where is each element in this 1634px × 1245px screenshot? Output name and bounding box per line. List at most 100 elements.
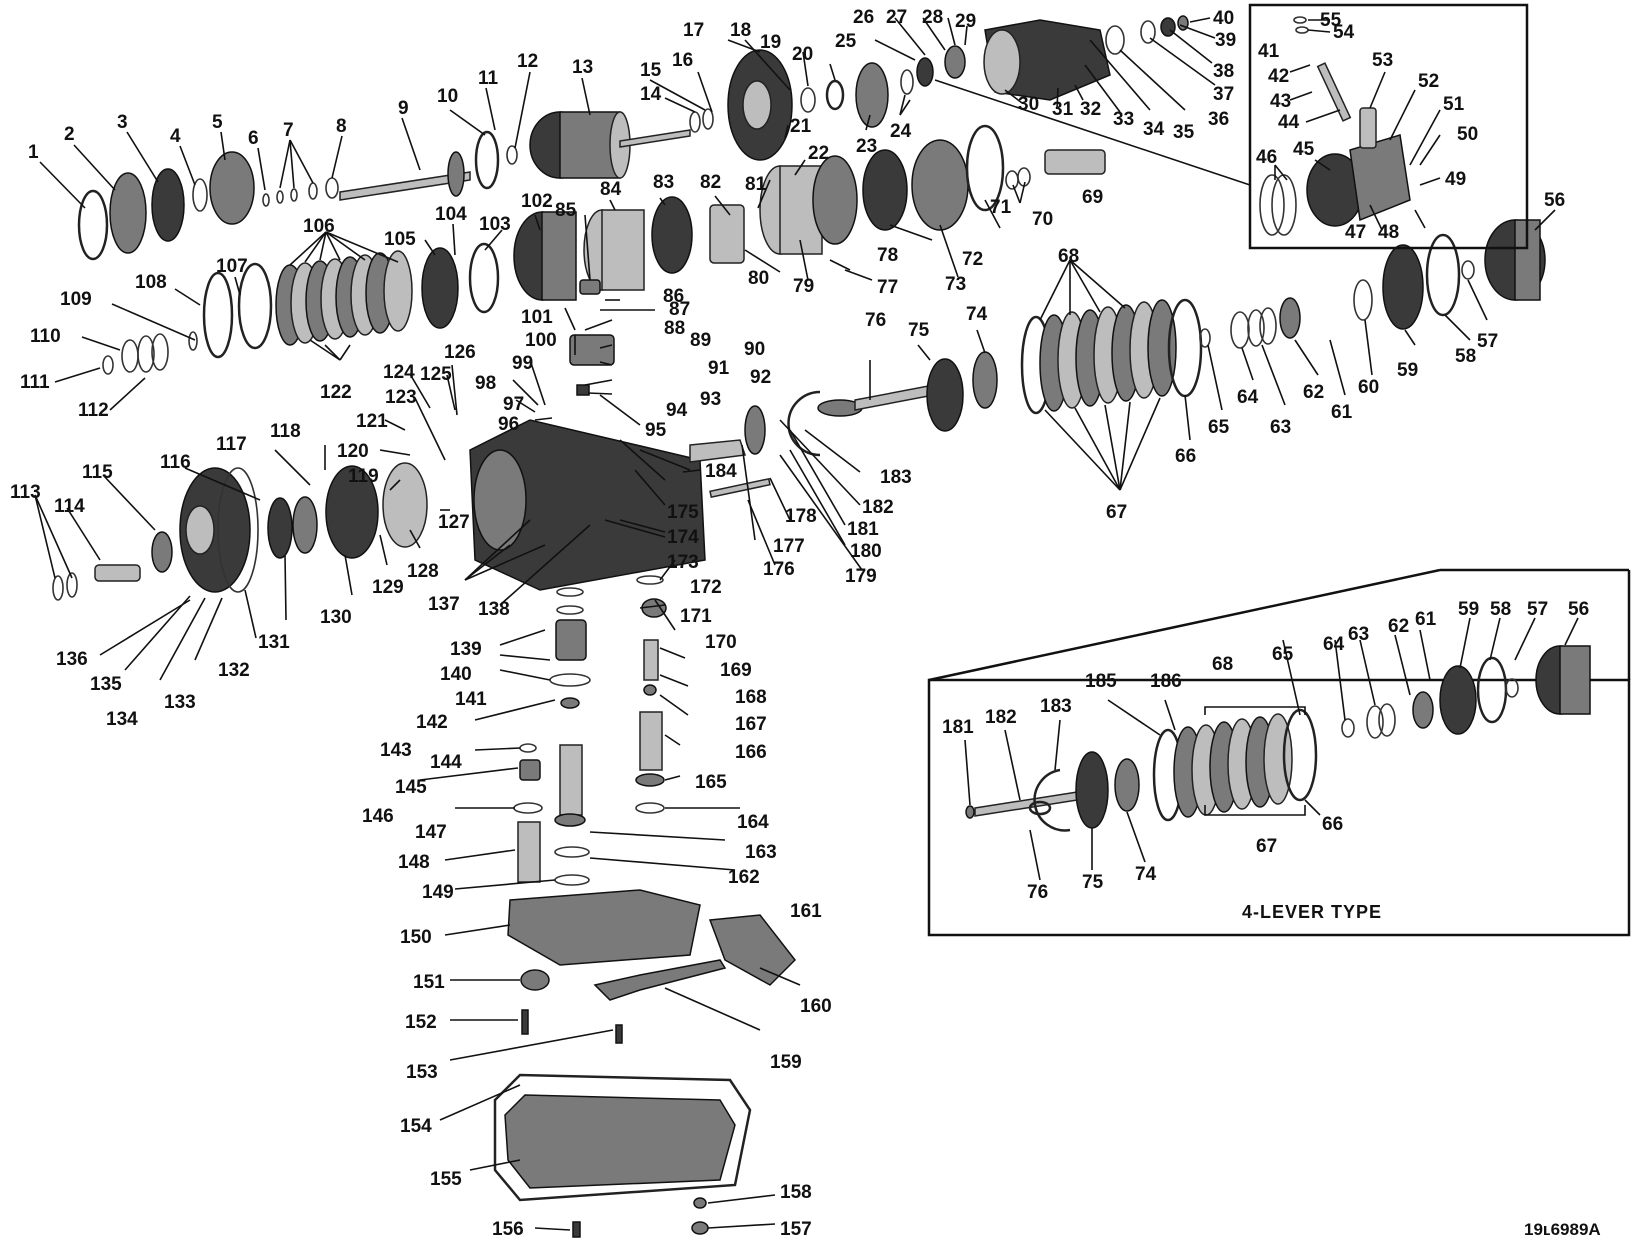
callout-80: 80 xyxy=(748,268,769,289)
callout-145: 145 xyxy=(395,777,427,798)
callout-109: 109 xyxy=(60,289,92,310)
callout-97: 97 xyxy=(503,394,524,415)
callout-31: 31 xyxy=(1052,99,1074,120)
lever-callout-57: 57 xyxy=(1527,599,1548,620)
callout-62: 62 xyxy=(1303,382,1324,403)
callout-101: 101 xyxy=(521,307,553,328)
callout-3: 3 xyxy=(117,112,128,133)
callout-21: 21 xyxy=(790,116,812,137)
callout-99: 99 xyxy=(512,353,533,374)
callout-8: 8 xyxy=(336,116,347,137)
callout-113: 113 xyxy=(10,482,41,503)
lever-inset-frame xyxy=(927,678,1631,937)
callout-105: 105 xyxy=(384,229,416,250)
callout-33: 33 xyxy=(1113,109,1134,130)
callout-119: 119 xyxy=(348,466,379,487)
callout-153: 153 xyxy=(406,1062,438,1083)
callout-171: 171 xyxy=(680,606,712,627)
callout-83: 83 xyxy=(653,172,674,193)
callout-17: 17 xyxy=(683,20,704,41)
callout-184: 184 xyxy=(705,461,737,482)
callouts-servo-inset: 41 42 43 44 45 46 47 48 49 50 51 52 53 5… xyxy=(1256,10,1478,243)
callout-58: 58 xyxy=(1455,346,1476,367)
callout-37: 37 xyxy=(1213,84,1234,105)
callout-23: 23 xyxy=(856,136,877,157)
callout-143: 143 xyxy=(380,740,412,761)
callout-81: 81 xyxy=(745,174,767,195)
callout-140: 140 xyxy=(440,664,472,685)
lever-callout-68: 68 xyxy=(1212,654,1233,675)
lever-callout-58: 58 xyxy=(1490,599,1511,620)
callout-74: 74 xyxy=(966,304,988,325)
callout-158: 158 xyxy=(780,1182,812,1203)
callout-159: 159 xyxy=(770,1052,802,1073)
callout-11: 11 xyxy=(478,68,499,89)
callout-125: 125 xyxy=(420,364,452,385)
callout-168: 168 xyxy=(735,687,767,708)
lever-callout-63: 63 xyxy=(1348,624,1369,645)
callout-75: 75 xyxy=(908,320,930,341)
callout-15: 15 xyxy=(640,60,662,81)
callout-10: 10 xyxy=(437,86,458,107)
callout-174: 174 xyxy=(667,527,699,548)
callout-106: 106 xyxy=(303,216,335,237)
callout-34: 34 xyxy=(1143,119,1165,140)
callout-110: 110 xyxy=(30,326,61,347)
callout-121: 121 xyxy=(356,411,388,432)
callout-114: 114 xyxy=(54,496,85,517)
callout-104: 104 xyxy=(435,204,467,225)
callout-18: 18 xyxy=(730,20,751,41)
callout-98: 98 xyxy=(475,373,496,394)
callout-124: 124 xyxy=(383,362,415,383)
callout-77: 77 xyxy=(877,277,898,298)
callout-54: 54 xyxy=(1333,22,1355,43)
callout-123: 123 xyxy=(385,387,417,408)
lever-callout-76: 76 xyxy=(1027,882,1048,903)
callout-100: 100 xyxy=(525,330,557,351)
callout-102: 102 xyxy=(521,191,553,212)
callout-177: 177 xyxy=(773,536,805,557)
callout-38: 38 xyxy=(1213,61,1234,82)
callout-115: 115 xyxy=(82,462,113,483)
callout-176: 176 xyxy=(763,559,795,580)
callout-43: 43 xyxy=(1270,91,1291,112)
callout-132: 132 xyxy=(218,660,250,681)
callout-96: 96 xyxy=(498,414,519,435)
callout-155: 155 xyxy=(430,1169,462,1190)
callout-46: 46 xyxy=(1256,147,1277,168)
callout-4: 4 xyxy=(170,126,181,147)
callout-85: 85 xyxy=(555,200,577,221)
callout-172: 172 xyxy=(690,577,722,598)
callout-157: 157 xyxy=(780,1219,812,1240)
callout-93: 93 xyxy=(700,389,721,410)
callout-84: 84 xyxy=(600,179,622,200)
callout-167: 167 xyxy=(735,714,767,735)
callout-175: 175 xyxy=(667,502,699,523)
callout-147: 147 xyxy=(415,822,447,843)
callout-60: 60 xyxy=(1358,377,1379,398)
callout-53: 53 xyxy=(1372,50,1393,71)
callout-103: 103 xyxy=(479,214,511,235)
servo-inset-frame xyxy=(1248,3,1529,250)
callout-47: 47 xyxy=(1345,222,1366,243)
callout-5: 5 xyxy=(212,112,223,133)
callout-131: 131 xyxy=(258,632,290,653)
lever-callout-75: 75 xyxy=(1082,872,1104,893)
lever-callout-56: 56 xyxy=(1568,599,1589,620)
lever-callout-185: 185 xyxy=(1085,671,1117,692)
callout-170: 170 xyxy=(705,632,737,653)
callout-26: 26 xyxy=(853,7,874,28)
callout-180: 180 xyxy=(850,541,882,562)
callout-183: 183 xyxy=(880,467,912,488)
callout-117: 117 xyxy=(216,434,247,455)
callout-139: 139 xyxy=(450,639,482,660)
callout-165: 165 xyxy=(695,772,727,793)
lever-inset-artwork xyxy=(965,645,1591,832)
callout-61: 61 xyxy=(1331,402,1353,423)
callout-166: 166 xyxy=(735,742,767,763)
callout-40: 40 xyxy=(1213,8,1234,29)
callout-142: 142 xyxy=(416,712,448,733)
callout-1: 1 xyxy=(28,142,39,163)
callout-63: 63 xyxy=(1270,417,1291,438)
